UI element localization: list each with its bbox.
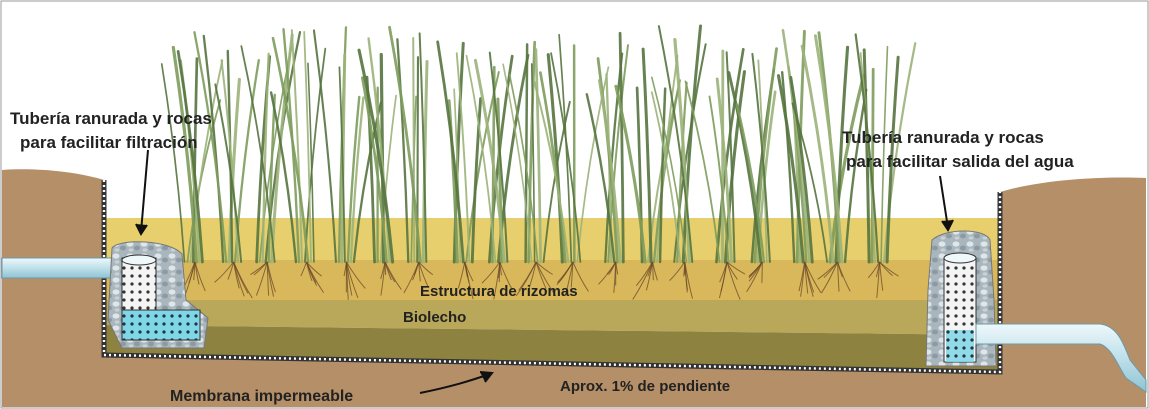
outlet-label-line1: Tubería ranurada y rocas (842, 128, 1044, 147)
membrane-label: Membrana impermeable (170, 388, 353, 405)
inlet-label-line1: Tubería ranurada y rocas (10, 109, 212, 128)
rhizome-label: Estructura de rizomas (420, 283, 578, 300)
biobed-label: Biolecho (403, 309, 466, 326)
slope-label: Aprox. 1% de pendiente (560, 378, 730, 395)
inlet-slotted-elbow (122, 310, 200, 340)
outlet-label-line2: para facilitar salida del agua (846, 152, 1074, 171)
inlet-label-line2: para facilitar filtración (20, 133, 198, 152)
